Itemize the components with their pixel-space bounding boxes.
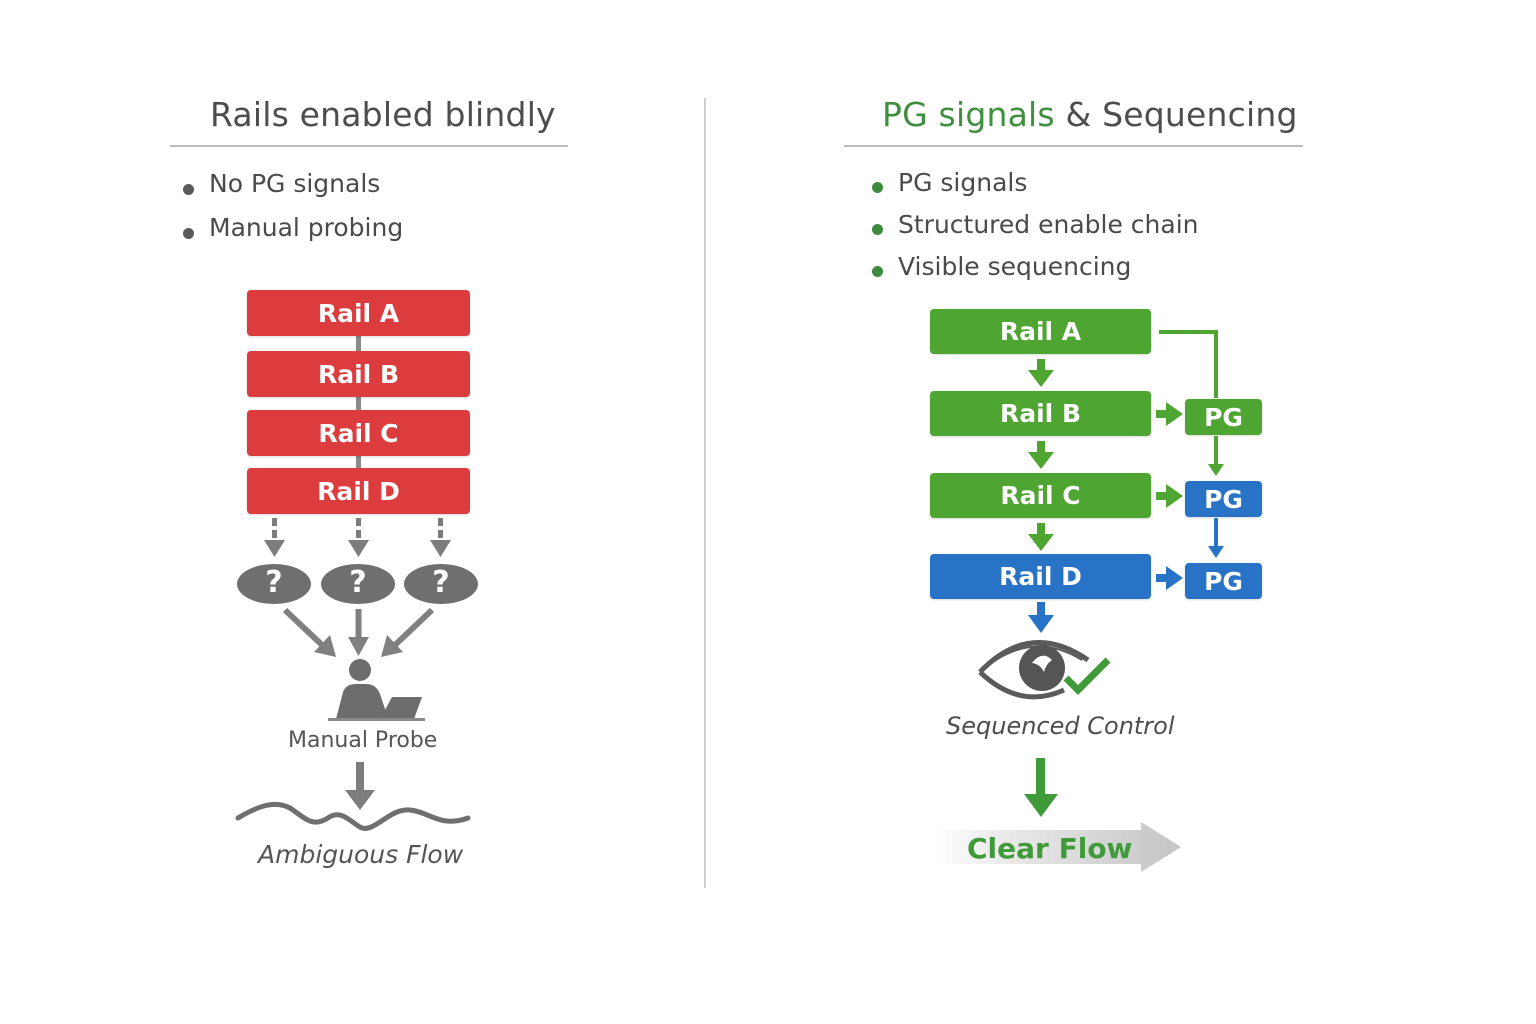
bullet-text: Visible sequencing <box>898 252 1132 281</box>
left-rail-c: Rail C <box>247 410 470 456</box>
arrow-down-icon <box>345 762 375 810</box>
bullet-text: Manual probing <box>209 213 404 242</box>
bullet-text: PG signals <box>898 168 1028 197</box>
pg-box-c: PG <box>1185 481 1262 517</box>
rail-label: Rail C <box>318 418 399 448</box>
right-bullet-list: PG signals Structured enable chain Visib… <box>870 166 1199 292</box>
arrow-right-icon <box>1156 484 1183 508</box>
clear-flow-label: Clear Flow <box>967 832 1133 865</box>
rail-label: Rail B <box>317 359 400 389</box>
left-rail-d: Rail D <box>247 468 470 514</box>
left-bullet-item: No PG signals <box>181 167 403 211</box>
panel-divider <box>704 98 706 888</box>
right-panel-title: PG signals & Sequencing <box>882 95 1298 134</box>
arrow-right-icon <box>1156 566 1183 590</box>
question-bubble-icon <box>237 564 311 604</box>
ambiguous-flow-label: Ambiguous Flow <box>258 840 464 869</box>
bullet-dot-icon <box>872 266 883 277</box>
rail-label: Rail A <box>317 298 400 328</box>
rail-label: Rail A <box>999 317 1082 346</box>
right-bullet-item: Visible sequencing <box>870 250 1199 292</box>
unknown-mark: ? <box>432 565 450 600</box>
clear-flow-arrow-icon <box>934 822 1181 872</box>
bullet-dot-icon <box>872 224 883 235</box>
dashed-arrows <box>264 518 451 557</box>
left-panel-title: Rails enabled blindly <box>210 95 556 134</box>
sequence-arrows <box>1028 359 1054 551</box>
left-bullet-list: No PG signals Manual probing <box>181 167 403 255</box>
left-title-rule <box>170 145 568 147</box>
question-bubble-icon <box>321 564 395 604</box>
right-rail-a: Rail A <box>930 309 1151 354</box>
right-rail-d: Rail D <box>930 554 1151 599</box>
right-rail-c: Rail C <box>930 473 1151 518</box>
rail-a-pg-line <box>1159 330 1218 398</box>
pg-label: PG <box>1204 402 1243 432</box>
person-at-laptop-icon <box>328 659 425 721</box>
dashed-arrow-down-icon <box>430 518 451 557</box>
rail-label: Rail B <box>999 399 1082 428</box>
right-rail-b: Rail B <box>930 391 1151 436</box>
dashed-arrow-down-icon <box>264 518 285 557</box>
bullet-dot-icon <box>183 184 194 195</box>
rail-label: Rail D <box>317 476 400 506</box>
arrow-down-icon <box>1028 441 1054 469</box>
wavy-line-icon <box>235 801 471 831</box>
arrow-down-icon <box>1028 602 1054 633</box>
bullet-dot-icon <box>183 228 194 239</box>
arrow-right-icon <box>1156 402 1183 426</box>
left-bullet-item: Manual probing <box>181 211 403 255</box>
right-bullet-item: Structured enable chain <box>870 208 1199 250</box>
right-title-rule <box>844 145 1303 147</box>
title-accent: PG signals <box>882 95 1055 134</box>
rail-connector-line <box>356 334 361 474</box>
pg-label: PG <box>1204 566 1243 596</box>
unknown-mark: ? <box>349 565 367 600</box>
arrow-down-icon <box>1024 758 1058 817</box>
eye-icon <box>978 640 1090 700</box>
bullet-dot-icon <box>872 182 883 193</box>
arrow-down-icon <box>1028 523 1054 551</box>
rail-label: Rail C <box>1000 481 1081 510</box>
pg-box-b: PG <box>1185 399 1262 435</box>
rail-label: Rail D <box>999 562 1082 591</box>
converging-arrows <box>282 607 435 657</box>
left-rail-a: Rail A <box>247 290 470 336</box>
unknown-mark: ? <box>265 565 283 600</box>
question-bubble-icon <box>404 564 478 604</box>
dashed-arrow-down-icon <box>348 518 369 557</box>
sequenced-control-label: Sequenced Control <box>946 712 1175 740</box>
pg-chain-arrow <box>1208 436 1224 558</box>
manual-probe-label: Manual Probe <box>288 728 438 753</box>
right-bullet-item: PG signals <box>870 166 1199 208</box>
title-rest: & Sequencing <box>1054 95 1298 134</box>
bullet-text: Structured enable chain <box>898 210 1199 239</box>
pg-label: PG <box>1204 484 1243 514</box>
arrow-down-icon <box>1028 359 1054 387</box>
checkmark-icon <box>1061 655 1113 699</box>
left-rail-b: Rail B <box>247 351 470 397</box>
pg-box-d: PG <box>1185 563 1262 599</box>
bullet-text: No PG signals <box>209 169 381 198</box>
